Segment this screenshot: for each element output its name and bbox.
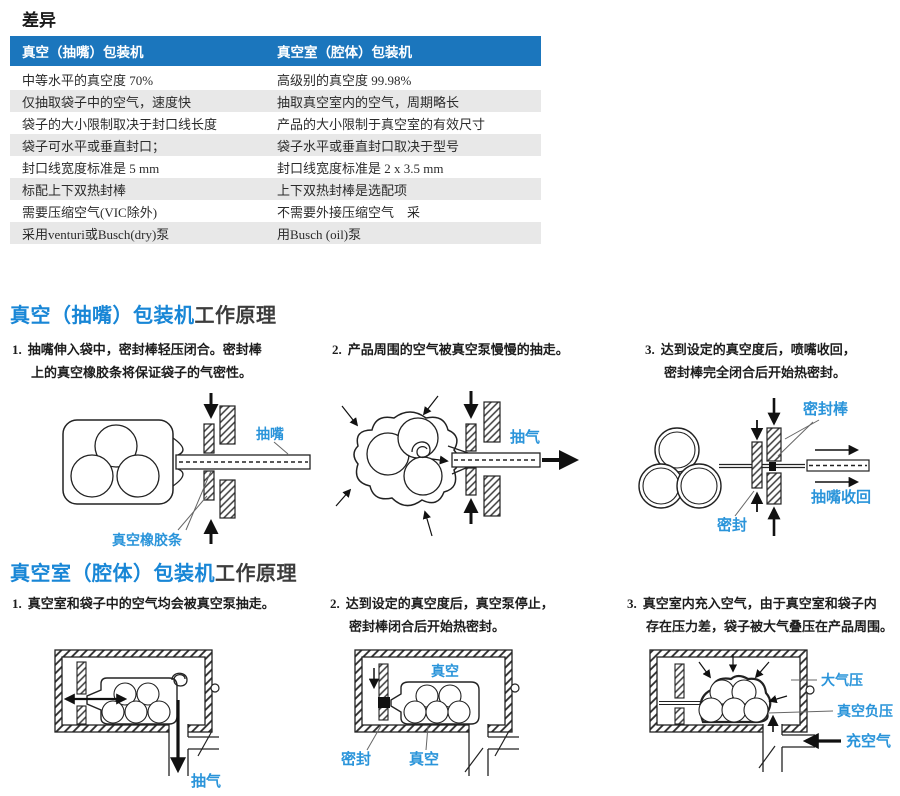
air-swirl-icon bbox=[171, 672, 188, 687]
vacuum-chamber bbox=[354, 649, 520, 734]
step-item: 3.达到设定的真空度后，喷嘴收回， 密封棒完全闭合后开始热密封。 bbox=[645, 342, 856, 380]
seal-bar-open bbox=[76, 661, 87, 725]
label-seal: 密封 bbox=[717, 516, 747, 534]
seal-rubber-strips bbox=[203, 423, 215, 501]
section2-title-rest: 工作原理 bbox=[215, 563, 297, 585]
table-row: 仅抽取袋子中的空气，速度快抽取真空室内的空气，周期略长 bbox=[10, 90, 541, 112]
table-row: 采用venturi或Busch(dry)泵用Busch (oil)泵 bbox=[10, 222, 541, 244]
page-title: 差异 bbox=[22, 11, 56, 30]
nozzle-tube bbox=[451, 452, 541, 468]
chamber-clamp-icon bbox=[805, 685, 815, 695]
pointer-line bbox=[777, 421, 814, 457]
table-row: 标配上下双热封棒上下双热封棒是选配项 bbox=[10, 178, 541, 200]
label-nozzle-retract: 抽嘴收回 bbox=[811, 488, 871, 506]
section1-title-rest: 工作原理 bbox=[194, 305, 277, 327]
pointer-line bbox=[366, 723, 383, 751]
label-seal: 密封 bbox=[341, 750, 371, 768]
valve-closed-icon bbox=[758, 745, 776, 769]
vacuum-packed-bag bbox=[638, 427, 722, 509]
seal-heat-bars bbox=[766, 427, 782, 505]
bag-outline bbox=[62, 419, 184, 505]
label-rubber-strip: 真空橡胶条 bbox=[112, 532, 183, 548]
step-item: 2.产品周围的空气被真空泵慢慢的抽走。 bbox=[332, 342, 569, 357]
step-item: 1.真空室和袋子中的空气均会被真空泵抽走。 bbox=[12, 596, 275, 611]
seal-rubber-bar bbox=[751, 441, 763, 489]
pointer-line bbox=[425, 725, 429, 751]
seal-bar bbox=[674, 663, 685, 725]
section2-title-highlight: 真空室（腔体）包装机 bbox=[10, 563, 215, 585]
diagram-nozzle-step1: 抽嘴 真空橡胶条 bbox=[62, 393, 311, 548]
table-row: 需要压缩空气(VIC除外)不需要外接压缩空气 采 bbox=[22, 204, 421, 220]
valve-closed-icon bbox=[464, 747, 484, 773]
nozzle-tube bbox=[175, 454, 311, 470]
diagram-nozzle-step2: 抽气 bbox=[335, 391, 579, 537]
label-vacuum-bottom: 真空 bbox=[409, 750, 439, 768]
comparison-table: 真空（抽嘴）包装机 真空室（腔体）包装机 中等水平的真空度 70%高级别的真空度… bbox=[10, 36, 541, 244]
retracted-nozzle bbox=[806, 444, 870, 488]
table-row: 袋子的大小限制取决于封口线长度产品的大小限制于真空室的有效尺寸 bbox=[22, 116, 486, 132]
section2-title: 真空室（腔体）包装机工作原理 bbox=[10, 557, 297, 586]
pointer-line bbox=[767, 710, 834, 714]
bag-shrink-arrow-icons bbox=[335, 395, 439, 537]
table-header-row: 真空（抽嘴）包装机 真空室（腔体）包装机 bbox=[10, 36, 541, 68]
label-vacuum-negative: 真空负压 bbox=[837, 703, 893, 719]
step-item: 2.达到设定的真空度后，真空泵停止， 密封棒闭合后开始热密封。 bbox=[330, 596, 554, 634]
label-nozzle: 抽嘴 bbox=[256, 426, 284, 442]
step-item: 1.抽嘴伸入袋中，密封棒轻压闭合。密封棒 上的真空橡胶条将保证袋子的气密性。 bbox=[12, 342, 262, 380]
air-into-nozzle-arrow-icon bbox=[431, 455, 449, 465]
pointer-line bbox=[177, 495, 208, 531]
diagram-chamber-step1: 抽气 bbox=[54, 649, 221, 790]
diagram-nozzle-step3: 密封棒 抽嘴收回 密封 bbox=[638, 398, 871, 536]
label-vacuum-top: 真空 bbox=[431, 663, 459, 679]
valve-closed-icon bbox=[494, 730, 510, 757]
section1-title: 真空（抽嘴）包装机工作原理 bbox=[10, 299, 277, 328]
column-header-chamber-machine: 真空室（腔体）包装机 bbox=[265, 36, 541, 68]
section1-title-highlight: 真空（抽嘴）包装机 bbox=[10, 305, 195, 327]
chamber-clamp-icon bbox=[210, 683, 220, 693]
bag-in-chamber bbox=[390, 681, 480, 725]
pointer-line bbox=[734, 490, 755, 517]
pointer-line bbox=[185, 470, 212, 531]
seal-rubber-strips bbox=[465, 423, 477, 496]
diagram-chamber-step2: 真空 密封 真空 bbox=[341, 649, 520, 776]
pointer-line bbox=[273, 441, 289, 455]
column-header-nozzle-machine: 真空（抽嘴）包装机 bbox=[10, 36, 265, 68]
exhaust-pipe bbox=[168, 724, 219, 776]
diagram-chamber-step3: 大气压 真空负压 充空气 bbox=[649, 649, 893, 772]
pressure-arrow-icons bbox=[698, 654, 788, 704]
seal-bars bbox=[483, 401, 501, 517]
deflating-bag-outline bbox=[353, 411, 469, 507]
table-row: 中等水平的真空度 70%高级别的真空度 99.98% bbox=[22, 72, 412, 88]
exhaust-pipe bbox=[464, 724, 519, 776]
label-atmosphere: 大气压 bbox=[821, 672, 863, 688]
valve-closed-icon bbox=[197, 730, 213, 757]
label-air-fill: 充空气 bbox=[846, 732, 891, 750]
seal-bar-closed bbox=[378, 663, 390, 721]
air-swirl-icon bbox=[411, 441, 431, 459]
pointer-line bbox=[784, 419, 820, 440]
label-air-out: 抽气 bbox=[191, 772, 221, 790]
label-seal-bar: 密封棒 bbox=[803, 400, 849, 418]
table-row: 袋子可水平或垂直封口；袋子水平或垂直封口取决于型号 bbox=[10, 134, 541, 156]
sealed-bag-tail bbox=[659, 700, 703, 706]
shrink-wrapped-products bbox=[698, 674, 772, 724]
chamber-clamp-icon bbox=[510, 683, 520, 693]
bag-in-chamber bbox=[86, 677, 178, 725]
step-item: 3.真空室内充入空气，由于真空室和袋子内 存在压力差，袋子被大气叠压在产品周围。 bbox=[627, 596, 894, 634]
label-air-out: 抽气 bbox=[510, 428, 540, 446]
seal-bars bbox=[219, 405, 236, 519]
